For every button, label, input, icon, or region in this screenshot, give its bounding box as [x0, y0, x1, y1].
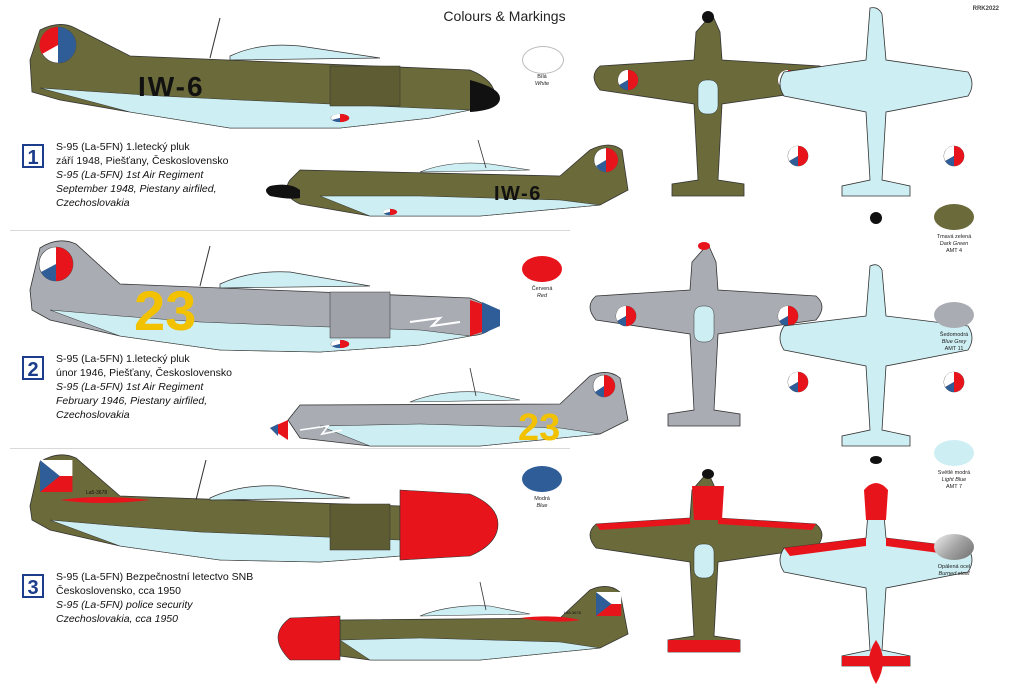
- scheme1-caption: S-95 (La-5FN) 1.letecký pluk září 1948, …: [56, 140, 228, 210]
- svg-text:IW-6: IW-6: [494, 183, 542, 205]
- scheme1-profile-small: IW-6: [266, 139, 629, 217]
- scheme2-line-cz-2: únor 1946, Piešťany, Československo: [56, 367, 232, 379]
- scheme-number-3: 3: [22, 574, 44, 599]
- scheme2-line-cz-1: S-95 (La-5FN) 1.letecký pluk: [56, 353, 190, 365]
- swatch-blue-grey: [934, 302, 974, 328]
- scheme2-line-en-1: S-95 (La-5FN) 1st Air Regiment: [56, 381, 204, 393]
- scheme1-line-en-3: Czechoslovakia: [56, 197, 130, 209]
- scheme3-caption: S-95 (La-5FN) Bezpečnostní letectvo SNB …: [56, 570, 253, 626]
- swatch-red: [522, 256, 562, 282]
- scheme1-bottom-view: [779, 7, 973, 224]
- swatch-burned-steel: [934, 534, 974, 560]
- scheme3-line-en-1: S-95 (La-5FN) police security: [56, 599, 193, 611]
- swatch-dark-green: [934, 204, 974, 230]
- scheme1-top-view: [593, 11, 827, 197]
- scheme3-line-cz-2: Československo, cca 1950: [56, 585, 181, 597]
- scheme1-line-en-2: September 1948, Piestany airfiled,: [56, 183, 217, 195]
- swatch-blue: [522, 466, 562, 492]
- svg-text:IW-6: IW-6: [138, 71, 205, 102]
- scheme1-line-en-1: S-95 (La-5FN) 1st Air Regiment: [56, 169, 204, 181]
- svg-text:23: 23: [134, 279, 196, 342]
- scheme3-serial-small: La5-3678: [564, 610, 582, 615]
- scheme2-profile-large: 23: [29, 240, 500, 353]
- scheme3-line-en-2: Czechoslovakia, cca 1950: [56, 613, 178, 625]
- scheme2-caption: S-95 (La-5FN) 1.letecký pluk únor 1946, …: [56, 352, 232, 422]
- scheme3-serial-large: La5-3678: [86, 490, 107, 496]
- swatch-light-blue: [934, 440, 974, 466]
- svg-text:23: 23: [518, 407, 560, 449]
- scheme3-bottom-view: [779, 483, 973, 684]
- page-title: Colours & Markings: [443, 8, 566, 24]
- scheme2-line-en-3: Czechoslovakia: [56, 409, 130, 421]
- scheme-number-2: 2: [22, 356, 44, 381]
- section-divider: [10, 230, 570, 231]
- scheme1-line-cz-1: S-95 (La-5FN) 1.letecký pluk: [56, 141, 190, 153]
- sheet-code: RRK2022: [972, 6, 999, 12]
- swatch-white: [522, 46, 564, 74]
- scheme-number-1: 1: [22, 144, 44, 169]
- scheme2-profile-small: 23: [270, 367, 629, 449]
- scheme3-top-view: [589, 469, 823, 653]
- section-divider: [10, 448, 570, 449]
- scheme3-line-cz-1: S-95 (La-5FN) Bezpečnostní letectvo SNB: [56, 571, 254, 583]
- scheme2-top-view: [589, 242, 823, 427]
- scheme1-profile-large: IW-6: [29, 17, 500, 129]
- scheme2-bottom-view: [779, 264, 973, 464]
- scheme1-line-cz-2: září 1948, Piešťany, Československo: [56, 155, 229, 167]
- scheme3-profile-large: La5-3678: [29, 454, 499, 563]
- scheme2-line-en-2: February 1946, Piestany airfiled,: [56, 395, 208, 407]
- scheme3-profile-small: La5-3678: [277, 581, 629, 661]
